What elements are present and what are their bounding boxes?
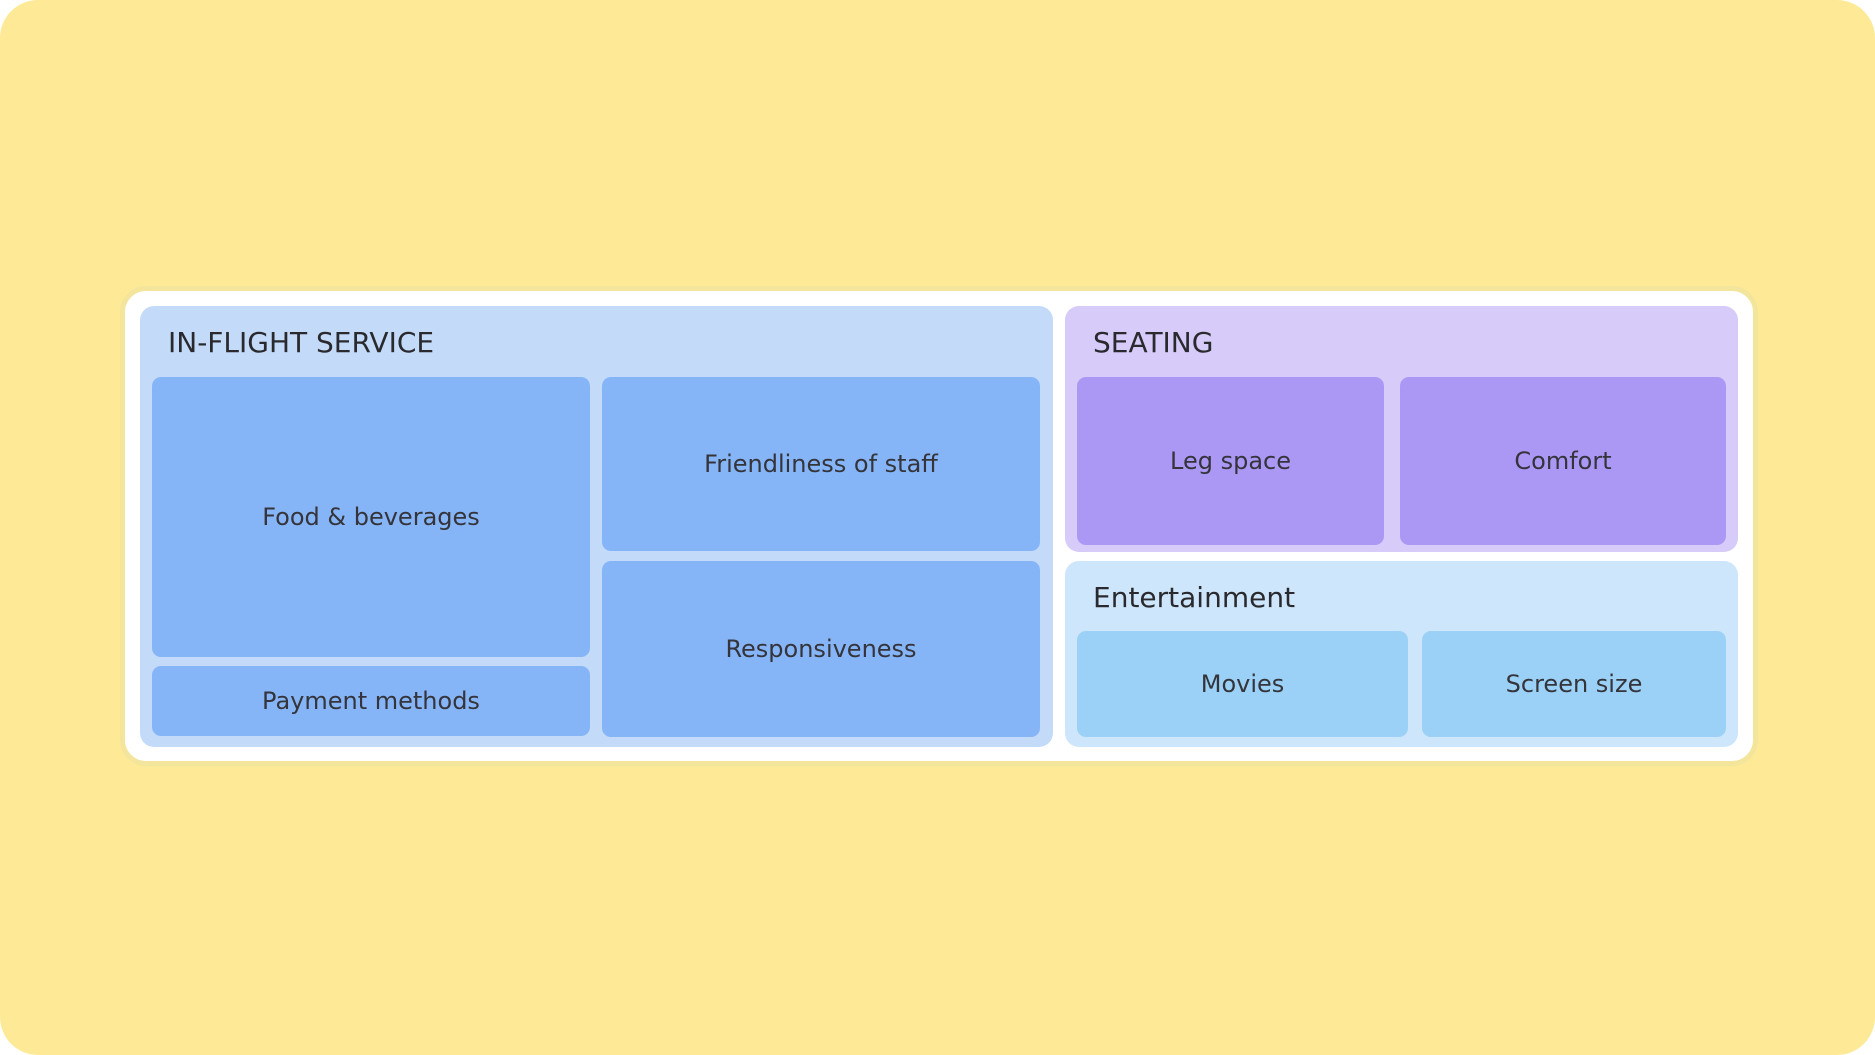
tile-leg-space: Leg space [1077,377,1384,545]
tile-screen-size: Screen size [1422,631,1726,737]
tile-label-leg-space: Leg space [1170,447,1291,475]
group-in-flight-service: IN-FLIGHT SERVICE Food & beverages Payme… [140,306,1053,747]
tile-label-comfort: Comfort [1514,447,1612,475]
group-title-entertainment: Entertainment [1093,581,1296,614]
tile-food-beverages: Food & beverages [152,377,590,657]
tile-movies: Movies [1077,631,1408,737]
tile-label-screen-size: Screen size [1505,670,1643,698]
tile-label-movies: Movies [1200,670,1285,698]
tile-label-payment-methods: Payment methods [262,687,480,715]
tile-friendliness-of-staff: Friendliness of staff [602,377,1040,551]
group-title-seating: SEATING [1093,326,1214,359]
diagram-board: IN-FLIGHT SERVICE Food & beverages Payme… [120,286,1758,766]
tile-label-friendliness-of-staff: Friendliness of staff [704,450,938,478]
tile-responsiveness: Responsiveness [602,561,1040,737]
tile-payment-methods: Payment methods [152,666,590,736]
group-title-in-flight-service: IN-FLIGHT SERVICE [168,326,435,359]
tile-label-food-beverages: Food & beverages [262,503,480,531]
tile-comfort: Comfort [1400,377,1726,545]
tile-label-responsiveness: Responsiveness [725,635,917,663]
group-entertainment: Entertainment Movies Screen size [1065,561,1738,747]
group-seating: SEATING Leg space Comfort [1065,306,1738,552]
